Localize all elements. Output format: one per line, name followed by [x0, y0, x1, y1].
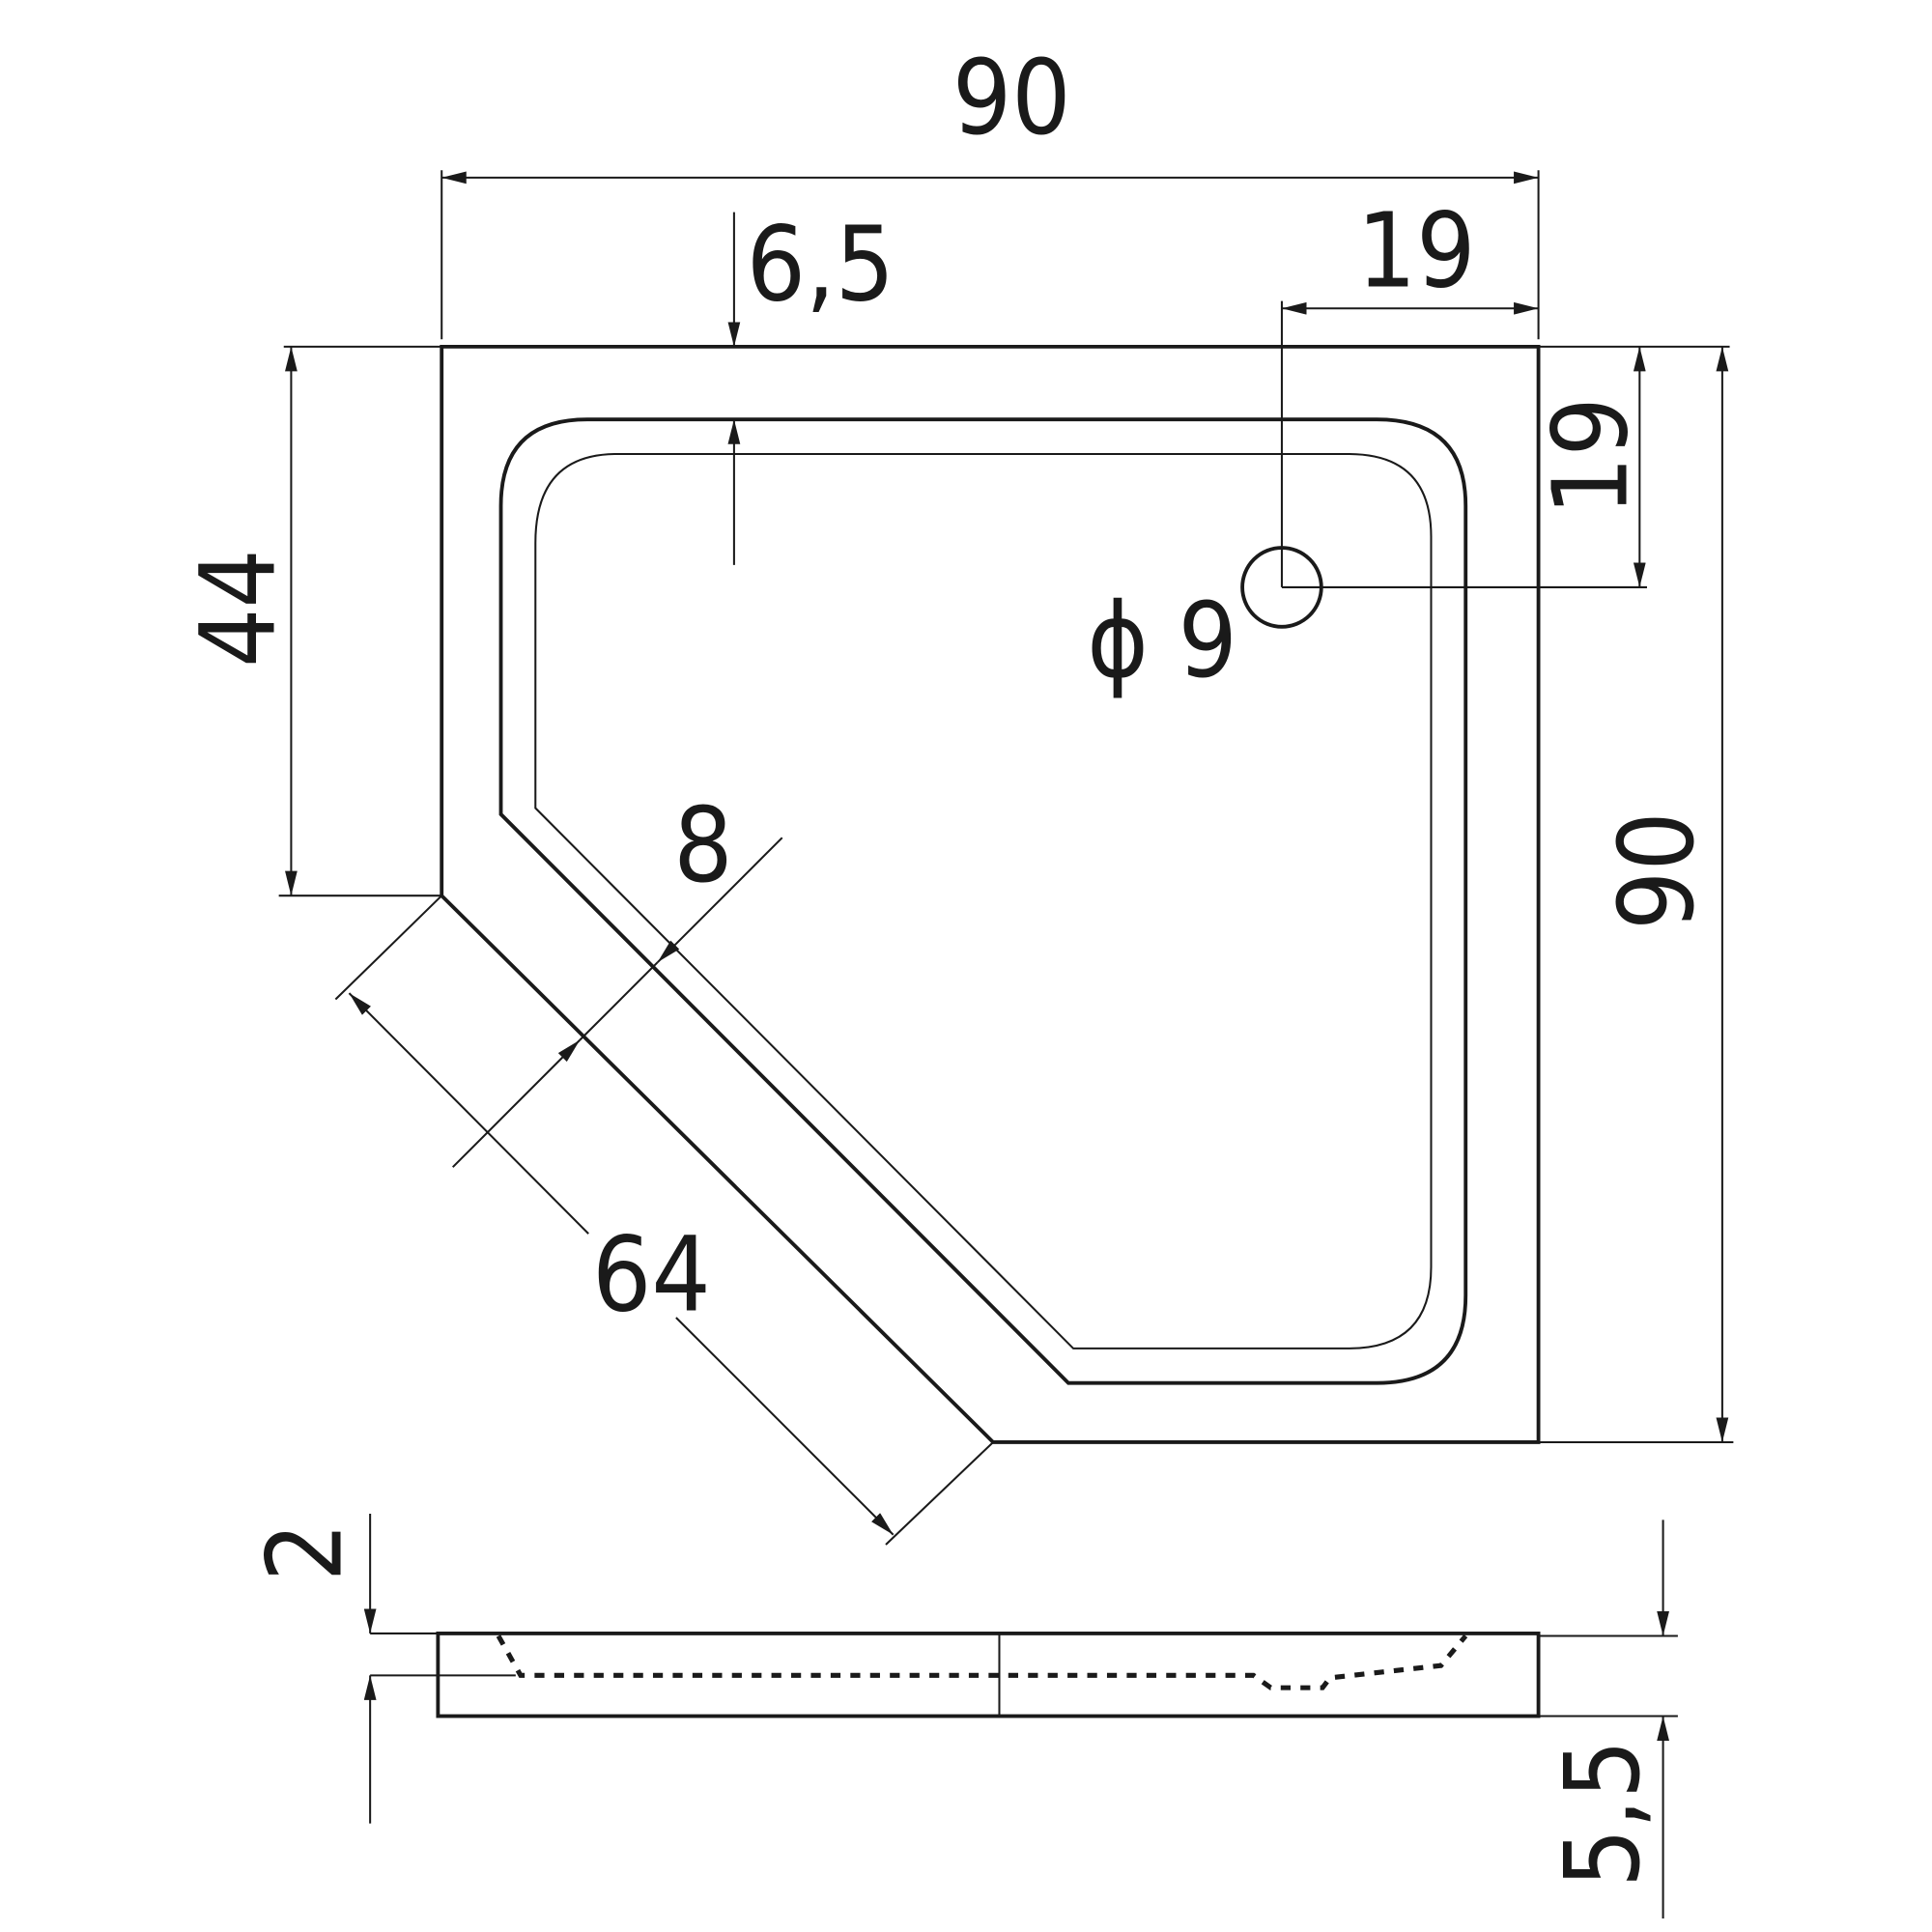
dim-diagonal: 64: [334, 895, 994, 1546]
label-rim-width: 6,5: [747, 204, 895, 325]
tray-outline: [440, 344, 1541, 1444]
label-drain-offset-x: 19: [1357, 190, 1476, 311]
label-drain-offset-y: 19: [1530, 397, 1651, 516]
dim-drain-offset-x: 19: [1280, 190, 1539, 587]
label-total-height: 5,5: [1543, 1740, 1663, 1888]
label-drain-diameter: ϕ 9: [1087, 581, 1237, 701]
dim-drain-offset-y: 19: [1281, 345, 1730, 588]
dim-left-side: 44: [179, 345, 442, 897]
dim-rim-width: 6,5: [727, 204, 895, 565]
tray-rim-outer: [498, 417, 1468, 1385]
dim-front-rim: 8: [451, 785, 783, 1168]
dim-width-top: 90: [440, 38, 1540, 340]
dim-rim-height: 2: [244, 1514, 516, 1824]
label-rim-height: 2: [244, 1522, 365, 1581]
dim-total-height: 5,5: [1538, 1520, 1678, 1918]
label-width-top: 90: [952, 38, 1071, 158]
side-view: [436, 1632, 1541, 1719]
label-depth-right: 90: [1597, 811, 1718, 930]
label-front-rim: 8: [673, 785, 732, 906]
basin-profile-dashed: [496, 1634, 1468, 1690]
label-diagonal: 64: [592, 1214, 711, 1335]
label-left-side: 44: [179, 549, 299, 668]
dim-depth-right: 90: [1538, 346, 1734, 1443]
tray-rim-inner: [534, 452, 1433, 1350]
